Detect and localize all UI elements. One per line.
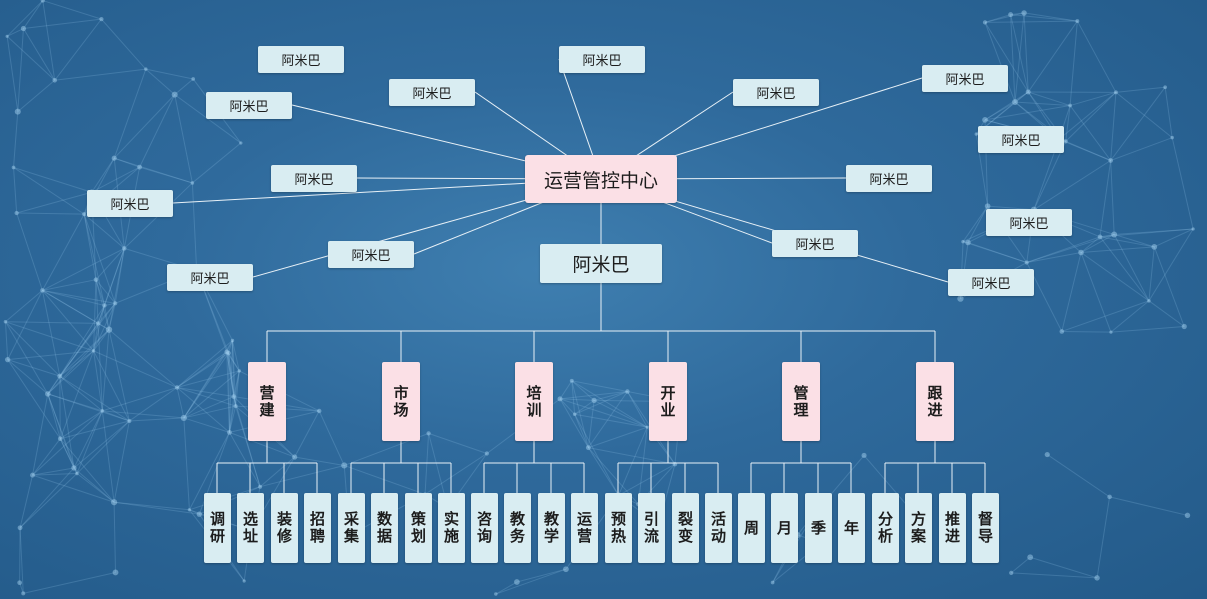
satellite-node: 阿米巴 bbox=[389, 79, 475, 106]
satellite-label: 阿米巴 bbox=[229, 100, 269, 115]
center-node: 运营管控中心 bbox=[525, 155, 677, 203]
satellite-label: 阿米巴 bbox=[1009, 217, 1049, 232]
satellite-node: 阿米巴 bbox=[846, 165, 932, 192]
category-label: 管理 bbox=[791, 384, 810, 419]
leaf-label: 季 bbox=[809, 519, 827, 537]
category-label: 跟进 bbox=[925, 384, 944, 419]
category-node: 跟进 bbox=[916, 362, 954, 441]
leaf-label: 活动 bbox=[709, 511, 727, 545]
leaf-label: 预热 bbox=[609, 511, 627, 545]
center-node-label: 运营管控中心 bbox=[543, 169, 658, 192]
satellite-label: 阿米巴 bbox=[351, 249, 391, 264]
leaf-label: 教务 bbox=[508, 511, 526, 545]
leaf-label: 周 bbox=[742, 519, 760, 537]
category-node: 市场 bbox=[382, 362, 420, 441]
satellite-node: 阿米巴 bbox=[922, 65, 1008, 92]
sub-node-label: 阿米巴 bbox=[572, 254, 630, 276]
satellite-node: 阿米巴 bbox=[271, 165, 357, 192]
satellite-label: 阿米巴 bbox=[190, 272, 230, 287]
satellite-node: 阿米巴 bbox=[328, 241, 414, 268]
leaf-node: 推进 bbox=[939, 493, 966, 563]
leaf-label: 推进 bbox=[943, 511, 961, 545]
leaf-label: 实施 bbox=[442, 511, 460, 545]
leaf-node: 裂变 bbox=[672, 493, 699, 563]
category-label: 营建 bbox=[257, 384, 276, 419]
leaf-node: 实施 bbox=[438, 493, 465, 563]
leaf-label: 招聘 bbox=[308, 511, 326, 545]
leaf-node: 采集 bbox=[338, 493, 365, 563]
satellite-label: 阿米巴 bbox=[294, 173, 334, 188]
leaf-label: 调研 bbox=[208, 511, 226, 545]
satellite-node: 阿米巴 bbox=[559, 46, 645, 73]
satellite-node: 阿米巴 bbox=[206, 92, 292, 119]
satellite-node: 阿米巴 bbox=[978, 126, 1064, 153]
leaf-node: 分析 bbox=[872, 493, 899, 563]
leaf-node: 引流 bbox=[638, 493, 665, 563]
leaf-label: 数据 bbox=[375, 511, 393, 545]
satellite-label: 阿米巴 bbox=[756, 87, 796, 102]
satellite-label: 阿米巴 bbox=[869, 173, 909, 188]
satellite-node: 阿米巴 bbox=[986, 209, 1072, 236]
satellite-label: 阿米巴 bbox=[110, 198, 150, 213]
leaf-node: 年 bbox=[838, 493, 865, 563]
category-label: 市场 bbox=[391, 384, 410, 419]
leaf-label: 督导 bbox=[976, 511, 994, 545]
category-node: 管理 bbox=[782, 362, 820, 441]
leaf-node: 招聘 bbox=[304, 493, 331, 563]
satellite-node: 阿米巴 bbox=[87, 190, 173, 217]
satellite-label: 阿米巴 bbox=[795, 238, 835, 253]
leaf-node: 策划 bbox=[405, 493, 432, 563]
satellite-label: 阿米巴 bbox=[1001, 134, 1041, 149]
satellite-label: 阿米巴 bbox=[971, 277, 1011, 292]
leaf-label: 选址 bbox=[241, 511, 259, 545]
leaf-node: 季 bbox=[805, 493, 832, 563]
leaf-label: 方案 bbox=[909, 511, 927, 545]
leaf-node: 选址 bbox=[237, 493, 264, 563]
leaf-node: 教务 bbox=[504, 493, 531, 563]
category-node: 营建 bbox=[248, 362, 286, 441]
leaf-node: 月 bbox=[771, 493, 798, 563]
leaf-label: 分析 bbox=[876, 511, 894, 545]
leaf-label: 月 bbox=[775, 519, 793, 537]
category-label: 开业 bbox=[658, 384, 677, 419]
leaf-node: 活动 bbox=[705, 493, 732, 563]
satellite-label: 阿米巴 bbox=[281, 54, 321, 69]
leaf-node: 方案 bbox=[905, 493, 932, 563]
satellite-node: 阿米巴 bbox=[258, 46, 344, 73]
leaf-label: 咨询 bbox=[475, 511, 493, 545]
satellite-node: 阿米巴 bbox=[733, 79, 819, 106]
category-node: 开业 bbox=[649, 362, 687, 441]
satellite-label: 阿米巴 bbox=[412, 87, 452, 102]
leaf-node: 运营 bbox=[571, 493, 598, 563]
leaf-label: 引流 bbox=[642, 511, 660, 545]
leaf-node: 预热 bbox=[605, 493, 632, 563]
leaf-node: 装修 bbox=[271, 493, 298, 563]
category-node: 培训 bbox=[515, 362, 553, 441]
satellite-label: 阿米巴 bbox=[582, 54, 622, 69]
satellite-node: 阿米巴 bbox=[167, 264, 253, 291]
leaf-node: 教学 bbox=[538, 493, 565, 563]
category-label: 培训 bbox=[524, 384, 543, 419]
leaf-node: 周 bbox=[738, 493, 765, 563]
leaf-label: 装修 bbox=[275, 511, 293, 545]
leaf-label: 运营 bbox=[575, 511, 593, 545]
sub-node: 阿米巴 bbox=[540, 244, 662, 283]
leaf-node: 督导 bbox=[972, 493, 999, 563]
leaf-label: 策划 bbox=[409, 511, 427, 545]
leaf-label: 裂变 bbox=[676, 511, 694, 545]
satellite-node: 阿米巴 bbox=[772, 230, 858, 257]
satellite-label: 阿米巴 bbox=[945, 73, 985, 88]
leaf-label: 年 bbox=[842, 519, 860, 537]
leaf-node: 咨询 bbox=[471, 493, 498, 563]
satellite-node: 阿米巴 bbox=[948, 269, 1034, 296]
leaf-label: 采集 bbox=[342, 511, 360, 545]
leaf-label: 教学 bbox=[542, 511, 560, 545]
leaf-node: 数据 bbox=[371, 493, 398, 563]
leaf-node: 调研 bbox=[204, 493, 231, 563]
